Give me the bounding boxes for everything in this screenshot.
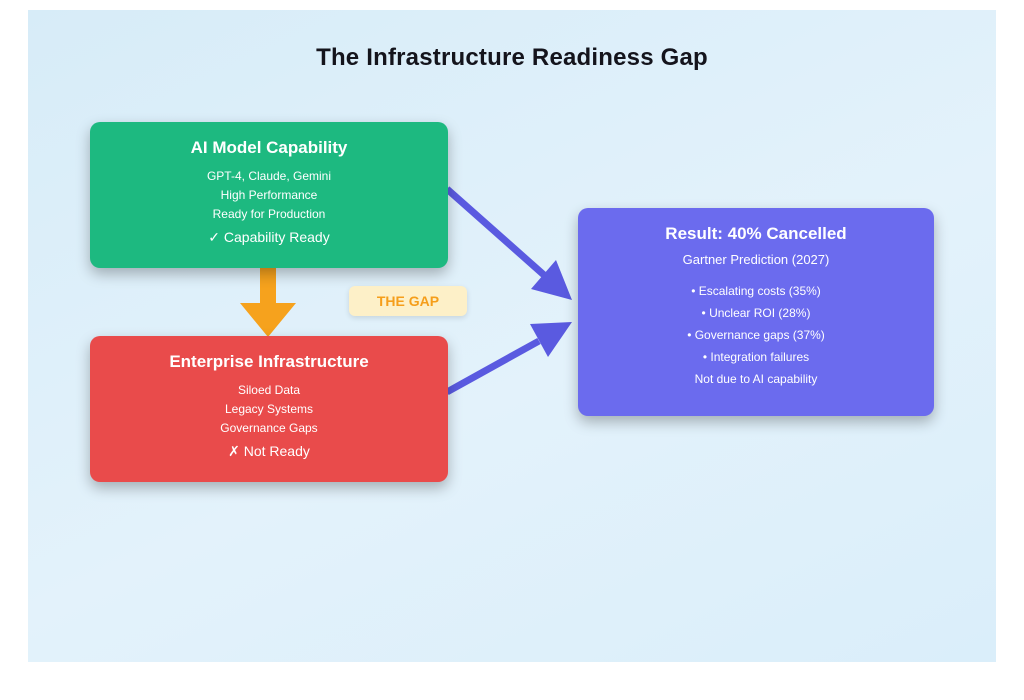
result-box-title: Result: 40% Cancelled — [665, 224, 847, 243]
capability-item: Ready for Production — [212, 207, 326, 221]
gap-badge: THE GAP — [349, 286, 467, 316]
capability-box-title: AI Model Capability — [190, 138, 348, 157]
page-title: The Infrastructure Readiness Gap — [316, 44, 708, 71]
capability-status: ✓ Capability Ready — [208, 229, 330, 245]
result-box-footer: Not due to AI capability — [694, 372, 818, 386]
result-box-items: • Escalating costs (35%) • Unclear ROI (… — [578, 280, 934, 390]
infrastructure-item: Siloed Data — [237, 383, 301, 397]
capability-box: AI Model Capability GPT-4, Claude, Gemin… — [90, 122, 448, 268]
infrastructure-item: Governance Gaps — [220, 421, 318, 435]
capability-item: High Performance — [220, 188, 318, 202]
capability-item: GPT-4, Claude, Gemini — [206, 169, 332, 183]
result-box: Result: 40% Cancelled Gartner Prediction… — [578, 208, 934, 416]
result-item: • Unclear ROI (28%) — [701, 306, 811, 320]
infrastructure-box: Enterprise Infrastructure Siloed Data Le… — [90, 336, 448, 482]
result-item: • Escalating costs (35%) — [691, 284, 821, 298]
result-item: • Integration failures — [702, 350, 810, 364]
result-item: • Governance gaps (37%) — [687, 328, 825, 342]
capability-box-items: GPT-4, Claude, Gemini High Performance R… — [90, 167, 448, 224]
infrastructure-item: Legacy Systems — [224, 402, 314, 416]
infrastructure-box-title: Enterprise Infrastructure — [169, 352, 369, 371]
infrastructure-status: ✗ Not Ready — [228, 443, 310, 459]
infrastructure-box-items: Siloed Data Legacy Systems Governance Ga… — [90, 381, 448, 438]
result-box-subtitle: Gartner Prediction (2027) — [682, 252, 830, 267]
